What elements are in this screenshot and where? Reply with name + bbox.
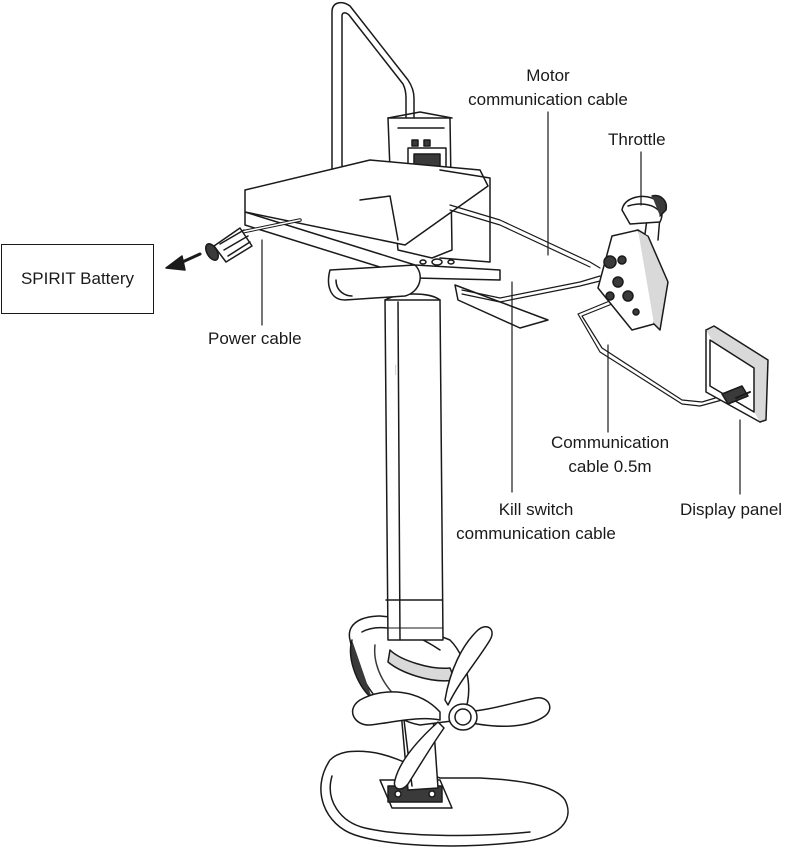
label-power-cable: Power cable	[208, 329, 302, 348]
label-comm-line2: cable 0.5m	[568, 457, 652, 476]
mounting-bracket	[244, 159, 549, 329]
comm-cables	[449, 204, 723, 407]
arrow-to-battery-icon	[165, 252, 202, 271]
leader-lines	[261, 111, 741, 495]
label-communication-cable: Communication cable 0.5m	[530, 431, 690, 479]
spirit-battery-box: SPIRIT Battery	[1, 244, 154, 314]
display-panel	[705, 325, 769, 423]
power-cable	[205, 218, 302, 263]
label-motor-comm-line1: Motor	[526, 66, 570, 85]
label-kill-switch-cable: Kill switch communication cable	[436, 498, 636, 546]
label-motor-comm-cable: Motor communication cable	[448, 64, 648, 112]
propeller	[351, 626, 551, 790]
tiller-handle	[331, 1, 415, 171]
base-plate	[320, 750, 569, 847]
svg-text:·····: ·····	[392, 365, 398, 375]
label-motor-comm-line2: communication cable	[468, 90, 628, 109]
label-kill-switch-line2: communication cable	[456, 524, 616, 543]
shaft: ·····	[384, 293, 444, 641]
label-throttle: Throttle	[608, 130, 666, 149]
label-spirit-battery: SPIRIT Battery	[20, 269, 135, 288]
label-kill-switch-line1: Kill switch	[498, 500, 574, 519]
label-display-panel: Display panel	[680, 500, 783, 519]
label-comm-line1: Communication	[550, 433, 670, 452]
throttle-assembly	[597, 194, 669, 331]
